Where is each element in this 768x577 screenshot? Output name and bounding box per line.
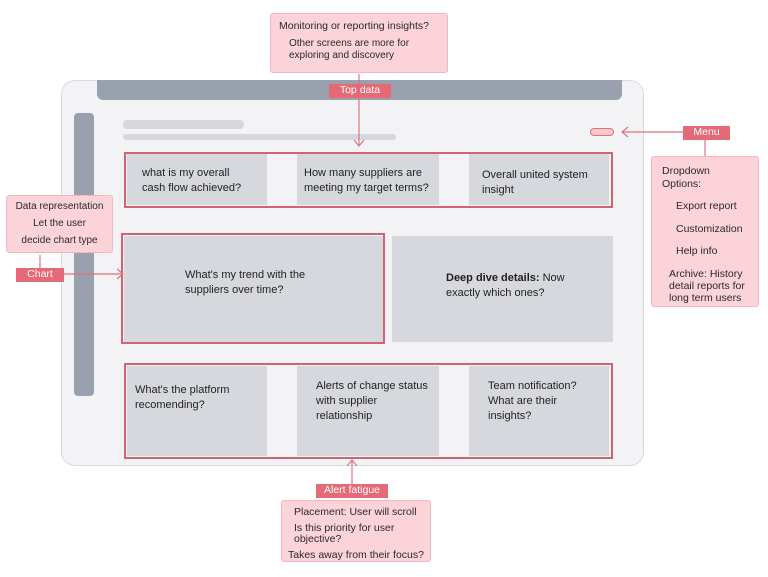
details-cell: Deep dive details: Now exactly which one… [392, 236, 613, 342]
wireframe-subtitle-skeleton [123, 134, 396, 140]
wireframe-sidebar [74, 113, 94, 396]
menu-pill[interactable] [590, 128, 614, 136]
wireframe-title-skeleton [123, 120, 244, 129]
row1-cell-cashflow: what is my overall cash flow achieved? [127, 154, 267, 205]
menu-note: Dropdown Options: Export report Customiz… [651, 156, 759, 307]
menu-option-help: Help info [676, 245, 718, 258]
menu-tag: Menu [683, 126, 730, 140]
row3-cell-platform: What's the platform recomending? [127, 366, 267, 456]
alert-note-line3: Takes away from their focus? [288, 548, 424, 561]
chart-note-line2: Let the user [33, 218, 86, 229]
chart-tag: Chart [16, 268, 64, 282]
cell-text: What's my trend with the suppliers over … [185, 269, 306, 296]
chart-highlight [121, 233, 385, 344]
details-bold: Deep dive details: [446, 272, 540, 284]
cell-text: Deep dive details: Now exactly which one… [446, 271, 586, 301]
alert-note: Placement: User will scroll Is this prio… [281, 500, 431, 562]
cell-text: Alerts of change status with supplier re… [316, 380, 428, 422]
alert-highlight [124, 363, 613, 459]
alert-fatigue-tag: Alert fatigue [316, 484, 388, 498]
cell-text: Team notification? What are their insigh… [488, 380, 577, 422]
alert-note-line2: Is this priority for user objective? [294, 521, 395, 545]
cell-text: Overall united system insight [482, 169, 588, 196]
row3-cell-team: Team notification? What are their insigh… [469, 366, 609, 456]
chart-note: Data representation Let the user decide … [6, 195, 113, 253]
row1-cell-suppliers: How many suppliers are meeting my target… [297, 154, 439, 205]
chart-cell: What's my trend with the suppliers over … [124, 236, 383, 342]
cell-text: What's the platform recomending? [135, 384, 230, 411]
top-data-highlight [124, 152, 613, 208]
top-note-body: Other screens are more for exploring and… [289, 37, 410, 61]
top-note: Monitoring or reporting insights? Other … [270, 13, 448, 73]
top-note-title: Monitoring or reporting insights? [279, 20, 429, 32]
details-rest: Now exactly which ones? [446, 272, 565, 299]
alert-note-line1: Placement: User will scroll [294, 506, 417, 518]
menu-option-customization: Customization [676, 222, 743, 235]
row3-cell-alerts: Alerts of change status with supplier re… [297, 366, 439, 456]
cell-text: How many suppliers are meeting my target… [304, 167, 429, 194]
menu-archive: Archive: History detail reports for long… [669, 267, 745, 305]
top-data-tag: Top data [329, 84, 391, 98]
chart-note-line1: Data representation [15, 201, 104, 212]
menu-note-title: Dropdown Options: [662, 165, 710, 190]
row1-cell-system: Overall united system insight [469, 154, 609, 205]
cell-text: what is my overall cash flow achieved? [142, 167, 242, 194]
chart-note-line3: decide chart type [21, 235, 98, 246]
menu-option-export: Export report [676, 200, 737, 213]
